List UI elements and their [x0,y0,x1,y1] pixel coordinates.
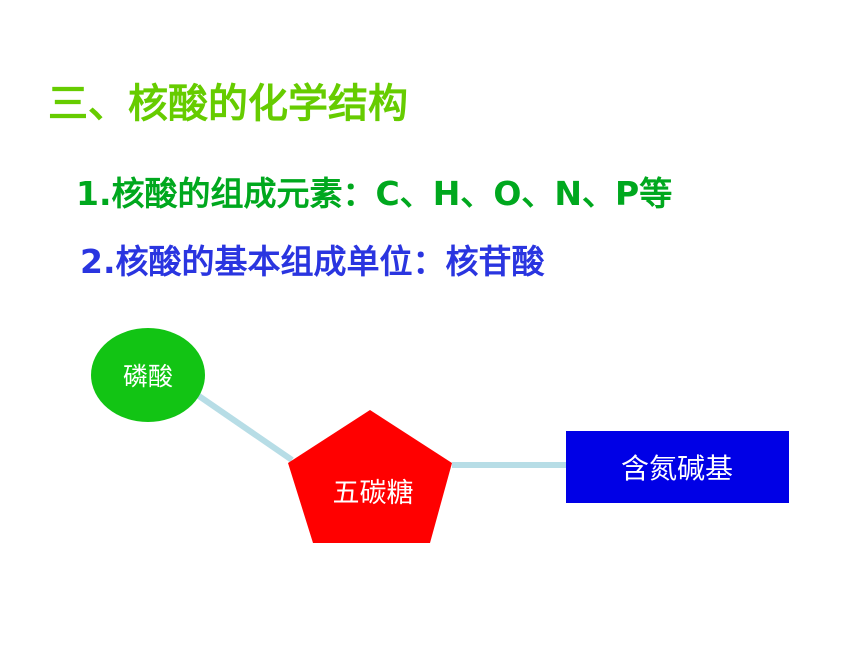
slide-title: 三、核酸的化学结构 [48,81,408,127]
point-elements: 1.核酸的组成元素：C、H、O、N、P等 [76,174,673,213]
phosphate-node [91,328,205,422]
base-label: 含氮碱基 [621,452,733,485]
sugar-label: 五碳糖 [333,478,414,509]
phosphate-label: 磷酸 [123,362,173,391]
base-node [566,431,789,503]
sugar-node [288,410,452,543]
point-basic-unit: 2.核酸的基本组成单位：核苷酸 [80,242,545,281]
connector-phosphate-sugar [194,391,294,463]
